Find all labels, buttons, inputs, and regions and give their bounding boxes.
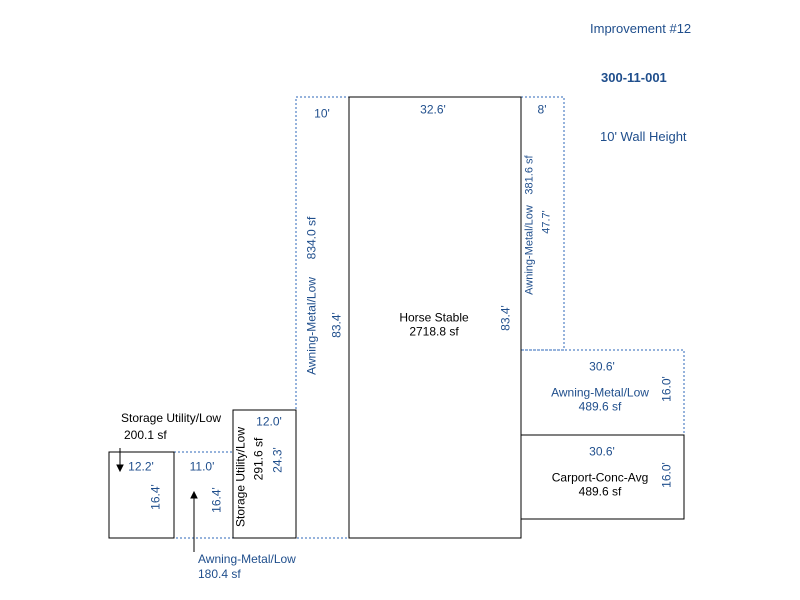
parcel-number: 300-11-001	[601, 70, 667, 85]
storage-mid-outline	[232, 409, 297, 539]
carport-label: Carport-Conc-Avg	[551, 470, 649, 485]
horse-stable-side-dim: 83.4'	[498, 305, 513, 331]
wall-height-label: 10' Wall Height	[600, 129, 687, 144]
awning-bottom-label: Awning-Metal/Low	[198, 552, 296, 566]
awning-right-top-area: 381.6 sf	[523, 155, 536, 195]
storage-mid-label: Storage Utility/Low	[233, 426, 248, 528]
awning-bottom-side-dim: 16.4'	[209, 487, 224, 513]
horse-stable-area: 2718.8 sf	[409, 324, 459, 339]
storage-left-label: Storage Utility/Low	[121, 411, 222, 425]
horse-stable-name: Horse Stable	[399, 310, 469, 325]
awning-left-top-dim: 10'	[314, 106, 330, 121]
storage-mid-top-dim: 12.0'	[256, 414, 282, 429]
awning-left-side-dim: 83.4'	[329, 312, 344, 338]
carport-top-dim: 30.6'	[589, 444, 615, 459]
carport-outline	[520, 434, 685, 520]
storage-left-side-dim: 16.4'	[148, 484, 163, 510]
awning-right-mid-top-dim: 30.6'	[589, 359, 615, 374]
storage-mid-side-dim: 24.3'	[270, 447, 285, 473]
awning-bottom-arrowhead	[190, 490, 198, 499]
storage-mid-area: 291.6 sf	[251, 437, 266, 481]
carport-area: 489.6 sf	[578, 484, 622, 499]
storage-left-top-dim: 12.2'	[128, 459, 154, 474]
horse-stable-outline	[348, 96, 522, 539]
awning-bottom-area: 180.4 sf	[198, 567, 241, 581]
improvement-label: Improvement #12	[590, 21, 692, 36]
carport-side-dim: 16.0'	[659, 462, 674, 488]
awning-left-label: Awning-Metal/Low	[304, 277, 319, 375]
awning-right-mid-area: 489.6 sf	[578, 399, 622, 414]
horse-stable-top-dim: 32.6'	[420, 102, 446, 117]
awning-right-mid-side-dim: 16.0'	[659, 376, 674, 402]
awning-right-top-label: Awning-Metal/Low	[523, 205, 536, 295]
awning-right-mid-label: Awning-Metal/Low	[551, 385, 649, 400]
awning-right-top-top-dim: 8'	[537, 102, 547, 117]
storage-left-arrowhead	[116, 464, 124, 473]
awning-left-area: 834.0 sf	[304, 216, 319, 260]
awning-bottom-top-dim: 11.0'	[189, 459, 215, 474]
storage-left-outline	[108, 451, 175, 539]
storage-left-area: 200.1 sf	[124, 428, 167, 442]
awning-right-top-side-dim: 47.7'	[540, 210, 553, 234]
